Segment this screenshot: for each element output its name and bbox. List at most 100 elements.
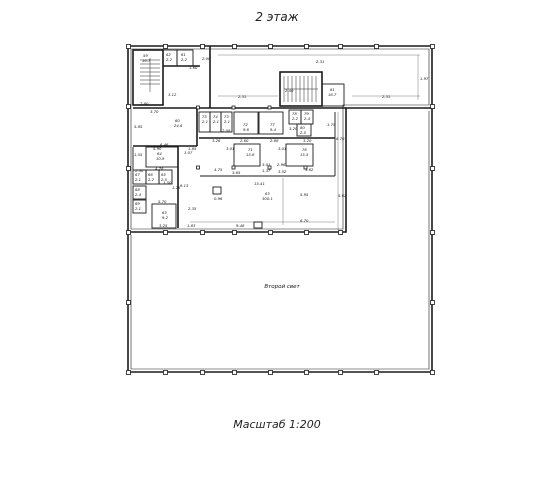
room-area: 15.5: [300, 152, 309, 157]
room-area: 2.1: [202, 119, 208, 124]
dimension-label: 5.70: [158, 199, 167, 204]
room-area: 0.96: [214, 196, 223, 201]
room-number: 63: [265, 191, 270, 196]
room-area: 9.6: [243, 127, 250, 132]
room-number: 81: [330, 87, 335, 92]
dimension-label: 6.70: [300, 218, 309, 223]
room-area: 2.4: [304, 116, 311, 121]
dimension-label: 2.00: [202, 56, 211, 61]
dimension-label: 3.52: [278, 169, 287, 174]
dimension-label: 1.25: [172, 185, 181, 190]
dimension-label: 3.01: [278, 146, 286, 151]
dimension-label: 2.31: [382, 94, 390, 99]
dimension-label: 2.60: [240, 138, 249, 143]
dimension-label: 1.60: [189, 65, 198, 70]
dimension-label: 5.85: [134, 124, 143, 129]
room-number: 72: [243, 122, 248, 127]
room-area: 16.7: [142, 58, 151, 63]
room-number: 60: [175, 118, 180, 123]
fixture-box: [212, 186, 222, 195]
dimension-label: 1.37: [262, 168, 271, 173]
room-area: 2.1: [135, 177, 141, 182]
room-number: 67: [135, 172, 140, 177]
room-area: 2.2: [166, 57, 173, 62]
room-number: 65: [161, 172, 166, 177]
room-area: 15.8: [246, 152, 255, 157]
room-labels: 59 16.7 62 2.2 61 2.2 60 24.6 75 2.1 74 …: [135, 52, 337, 220]
stair-left: [140, 58, 160, 92]
room-area: 300.1: [262, 196, 273, 201]
dimension-label: 6.46: [160, 142, 169, 147]
dimension-label: 15.41: [254, 181, 265, 186]
dimension-lines: [190, 54, 420, 230]
room-number: 80: [300, 125, 305, 130]
dimension-label: 4.75: [214, 167, 223, 172]
dimension-label: 9.48: [236, 223, 245, 228]
room-number: 76: [302, 147, 307, 152]
dimension-label: 3.01: [226, 146, 234, 151]
room-number: 75: [202, 114, 207, 119]
dimension-label: 4.78: [155, 166, 164, 171]
room-number: 68: [135, 187, 140, 192]
dimension-label: 2.08: [222, 128, 231, 133]
room-number: 61: [181, 52, 186, 57]
stair-center: [283, 76, 318, 102]
room-number: 63: [162, 210, 167, 215]
dimension-label: 5.62: [338, 193, 347, 198]
room-number: 77: [270, 122, 275, 127]
dimension-label: 3.25: [159, 223, 168, 228]
dimension-label: 8.70: [336, 136, 345, 141]
dimension-label: 1.85: [188, 146, 197, 151]
room-number: 74: [213, 114, 218, 119]
dimension-label: 2.31: [238, 94, 246, 99]
dimension-label: 5.95: [300, 192, 309, 197]
dimension-label: 2.96: [277, 162, 286, 167]
room-area: 2.2: [181, 57, 188, 62]
second-light-label: Второй свет: [264, 284, 300, 290]
room-number: 73: [224, 114, 229, 119]
dimension-label: 3.20: [289, 126, 298, 131]
room-number: 78: [292, 111, 297, 116]
room-area: 2.5: [161, 177, 168, 182]
dimension-label: 1.07: [184, 150, 193, 155]
dimension-label: 1.97: [420, 76, 429, 81]
columns: [126, 44, 435, 375]
floor-title: 2 этаж: [255, 10, 298, 24]
dimension-label: 3.20: [303, 138, 312, 143]
room-number: 71: [248, 147, 253, 152]
dimension-label: 1.75: [327, 122, 336, 127]
dimension-label: 3.65: [232, 170, 241, 175]
dimension-label: 2.88: [270, 138, 279, 143]
fixture-box: [253, 221, 263, 229]
room-area: 16.7: [328, 92, 337, 97]
dimension-label: 1.83: [187, 223, 196, 228]
dimension-label: 2.35: [188, 206, 197, 211]
dimension-label: 9.13: [180, 183, 189, 188]
room-number: 79: [304, 111, 309, 116]
room-area: 2.2: [148, 177, 155, 182]
room-area: 24.6: [174, 123, 183, 128]
room-area: 2.1: [224, 119, 230, 124]
dimension-label: 2.80: [140, 101, 149, 106]
room-area: 2.4: [135, 192, 142, 197]
room-number: 64: [157, 151, 162, 156]
room-number: 66: [148, 172, 153, 177]
room-number: 62: [166, 52, 171, 57]
dimension-label: 5.90: [153, 146, 162, 151]
dimension-label: 3.01: [262, 162, 270, 167]
dimension-label: 1.55: [134, 152, 143, 157]
room-area: 9.4: [270, 127, 277, 132]
dimension-label: 2.31: [316, 59, 324, 64]
room-number: 59: [143, 53, 148, 58]
room-area: 2.1: [213, 119, 219, 124]
room-number: 69: [135, 201, 140, 206]
internal-walls: [132, 46, 346, 229]
room-area: 2.1: [135, 206, 141, 211]
dimension-label: 2.40: [285, 88, 294, 93]
room-area: 10.9: [156, 156, 165, 161]
room-area: 2.2: [292, 116, 299, 121]
dimension-labels: 2.31 2.31 2.31 1.97 3.70 2.80 2.00 1.60 …: [134, 56, 429, 228]
dimension-label: 1.50: [163, 180, 172, 185]
room-area: 9.2: [162, 215, 169, 220]
